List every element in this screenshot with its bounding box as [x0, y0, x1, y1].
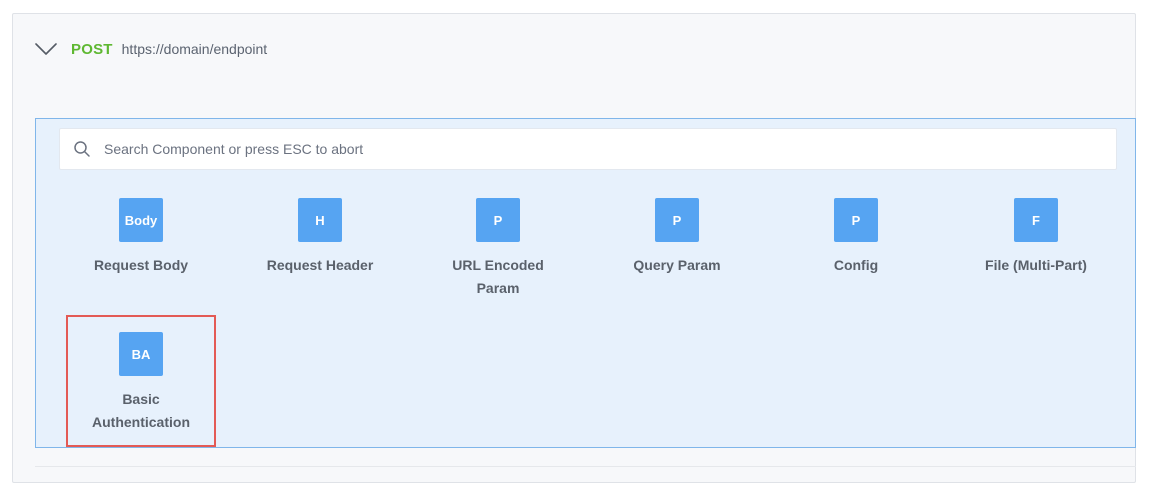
- component-query-param[interactable]: P Query Param: [602, 198, 752, 277]
- component-request-body[interactable]: Body Request Body: [66, 198, 216, 277]
- component-label: URL Encoded Param: [452, 257, 544, 296]
- search-input[interactable]: [104, 141, 1004, 157]
- component-file-multi-part[interactable]: F File (Multi-Part): [961, 198, 1111, 277]
- search-box[interactable]: [59, 128, 1117, 170]
- component-badge: BA: [119, 332, 163, 376]
- endpoint-row[interactable]: POST https://domain/endpoint: [35, 40, 267, 58]
- component-badge: H: [298, 198, 342, 242]
- component-badge: P: [476, 198, 520, 242]
- chevron-down-icon[interactable]: [35, 43, 57, 55]
- component-label: Query Param: [633, 257, 721, 273]
- component-picker: Body Request Body H Request Header P URL…: [35, 118, 1136, 448]
- component-label: Request Body: [93, 257, 189, 273]
- component-badge: P: [655, 198, 699, 242]
- search-icon: [73, 140, 91, 158]
- http-method: POST: [71, 40, 113, 58]
- endpoint-url: https://domain/endpoint: [121, 41, 268, 57]
- component-url-encoded-param[interactable]: P URL Encoded Param: [423, 198, 573, 300]
- component-basic-authentication[interactable]: BA Basic Authentication: [66, 332, 216, 434]
- component-label: Config: [833, 257, 879, 273]
- component-label: Request Header: [266, 257, 374, 273]
- component-label: Basic Authentication: [92, 391, 190, 430]
- divider: [35, 466, 1136, 467]
- component-request-header[interactable]: H Request Header: [245, 198, 395, 277]
- component-label: File (Multi-Part): [985, 257, 1087, 273]
- component-badge: Body: [119, 198, 163, 242]
- component-badge: F: [1014, 198, 1058, 242]
- component-config[interactable]: P Config: [781, 198, 931, 277]
- component-badge: P: [834, 198, 878, 242]
